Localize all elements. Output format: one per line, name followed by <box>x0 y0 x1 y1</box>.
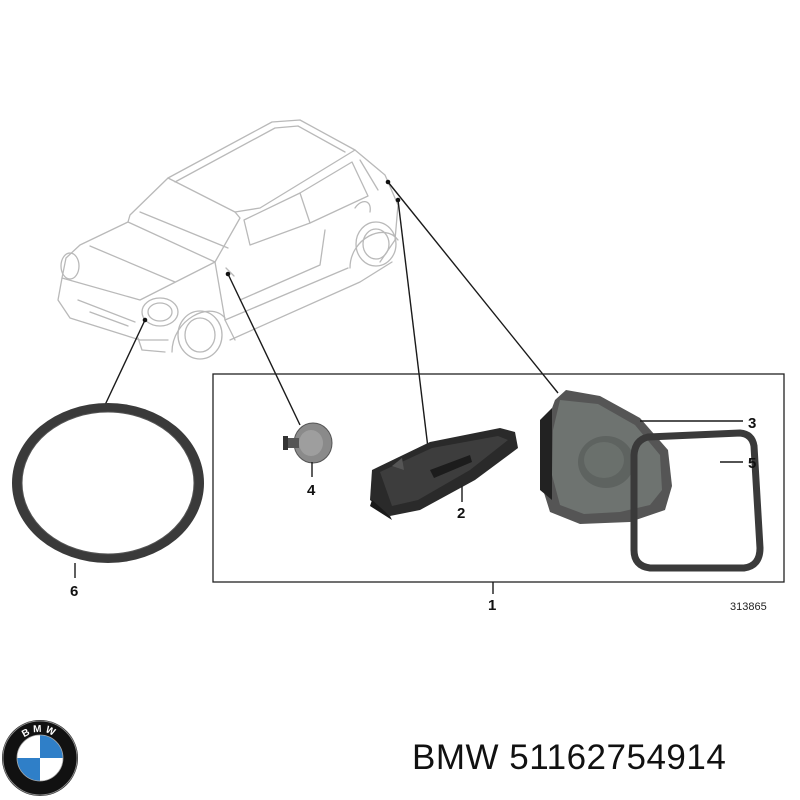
brand-name: BMW <box>412 738 500 777</box>
part-5-trim-ring <box>630 429 764 572</box>
part-label: BMW 51162754914 <box>412 738 726 778</box>
car-outline <box>57 119 399 360</box>
part-number: 51162754914 <box>509 738 727 777</box>
svg-text:BMW: BMW <box>20 724 59 740</box>
logo-letters: BMW <box>20 724 56 740</box>
callout-ticks <box>74 420 743 594</box>
part-3-tail-lamp <box>540 390 672 524</box>
callout-2: 2 <box>457 505 465 522</box>
leader-lines <box>104 179 559 449</box>
assembly-frame <box>212 373 785 583</box>
callout-4: 4 <box>307 482 316 499</box>
callout-6: 6 <box>70 583 78 600</box>
callout-5: 5 <box>748 455 756 472</box>
part-6-trim-ring <box>12 403 204 563</box>
part-2-lamp-unit <box>370 428 518 520</box>
diagram-ref-number: 313865 <box>730 601 767 613</box>
callout-3: 3 <box>748 415 756 432</box>
part-4-clip <box>283 422 333 464</box>
bmw-logo: BMW <box>2 720 78 796</box>
callout-1: 1 <box>488 597 496 614</box>
